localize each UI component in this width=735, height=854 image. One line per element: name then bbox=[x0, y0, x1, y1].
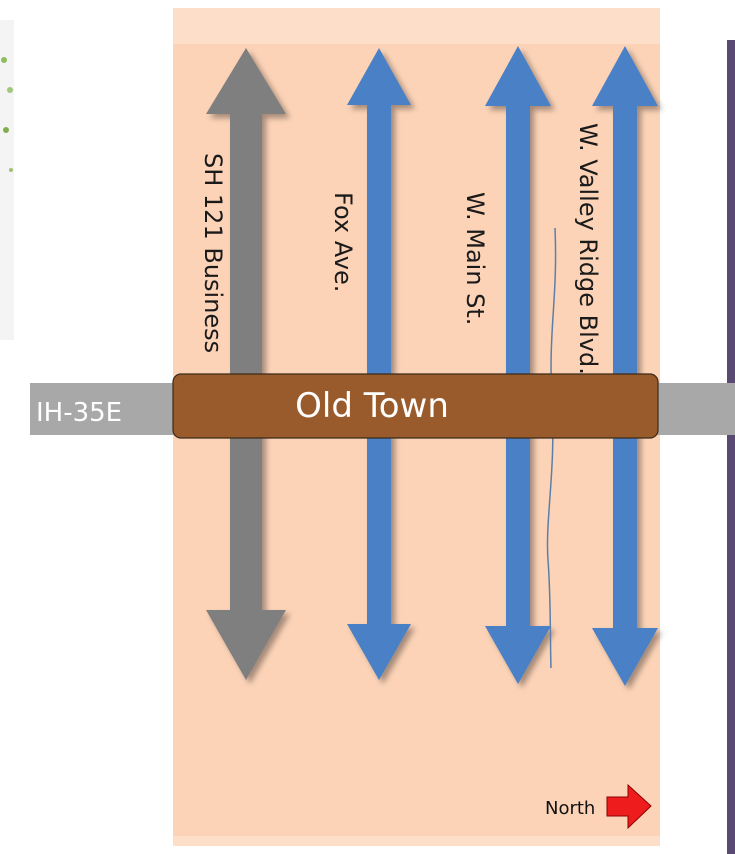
road-fox-arrow bbox=[347, 48, 411, 680]
road-main-arrow bbox=[485, 46, 551, 684]
right-border bbox=[727, 40, 735, 854]
road-label-valley-ridge: W. Valley Ridge Blvd. bbox=[574, 123, 602, 375]
road-main bbox=[485, 46, 551, 684]
old-town-label: Old Town bbox=[295, 386, 449, 426]
old-town-district: Old Town bbox=[172, 373, 659, 439]
north-label: North bbox=[545, 798, 595, 819]
panel-bottom-highlight bbox=[173, 836, 660, 846]
tree-decoration bbox=[0, 20, 14, 340]
road-fox bbox=[347, 48, 411, 680]
road-valley-ridge-arrow bbox=[592, 46, 658, 686]
creek-line bbox=[546, 227, 557, 669]
road-sh121 bbox=[206, 48, 286, 680]
road-label-sh121: SH 121 Business bbox=[199, 153, 227, 353]
old-town-box bbox=[172, 373, 659, 439]
highway-label: IH-35E bbox=[36, 398, 122, 428]
road-label-main: W. Main St. bbox=[461, 192, 489, 325]
road-valley-ridge bbox=[592, 46, 658, 686]
north-arrow-icon bbox=[606, 783, 652, 830]
north-indicator: North bbox=[545, 783, 652, 830]
road-sh121-arrow bbox=[206, 48, 286, 680]
panel-highlight bbox=[173, 8, 660, 44]
road-label-fox: Fox Ave. bbox=[329, 192, 357, 292]
